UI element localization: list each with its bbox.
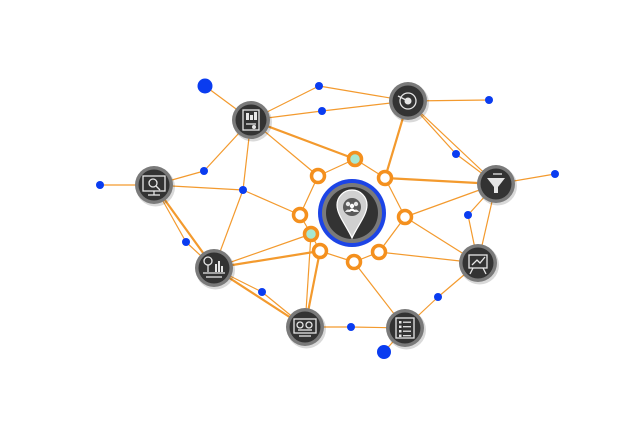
blue-dot	[464, 211, 472, 219]
ring-node-circle	[396, 208, 414, 226]
blue-dot	[347, 323, 355, 331]
ring-node	[311, 242, 329, 260]
icon-node	[195, 249, 235, 290]
ring-node	[370, 243, 388, 261]
edge-line	[407, 100, 497, 185]
blue-dot	[197, 78, 213, 94]
ring-node	[376, 169, 394, 187]
blue-dot	[485, 96, 493, 104]
target-icon	[397, 92, 417, 110]
node-inner	[462, 247, 494, 279]
blue-dot	[318, 107, 326, 115]
blue-dot	[96, 181, 104, 189]
central-hub	[318, 179, 386, 247]
icon-node	[386, 309, 426, 350]
blue-dot	[200, 167, 208, 175]
blue-dot	[258, 288, 266, 296]
ring-node	[346, 150, 364, 168]
ring-node-circle	[346, 150, 364, 168]
monitor-search-icon	[142, 175, 166, 196]
ring-node-circle	[309, 167, 327, 185]
ring-node-circle	[311, 242, 329, 260]
ring-node-circle	[370, 243, 388, 261]
blue-dot	[452, 150, 460, 158]
icon-node	[477, 165, 517, 206]
desk-chart-icon	[203, 256, 225, 278]
icon-node	[286, 308, 326, 349]
blue-dot	[434, 293, 442, 301]
ring-node-circle	[345, 253, 363, 271]
blue-dots	[96, 78, 559, 359]
ring-node	[302, 225, 320, 243]
checklist-report-icon	[395, 317, 415, 339]
icon-node	[135, 166, 175, 207]
ring-node	[309, 167, 327, 185]
icon-node	[389, 82, 429, 123]
node-inner	[138, 169, 170, 201]
monitor-dashboard-icon	[293, 318, 317, 337]
node-inner	[389, 312, 421, 344]
ring-node-circle	[376, 169, 394, 187]
blue-dot	[551, 170, 559, 178]
blue-dot	[239, 186, 247, 194]
blue-dot	[182, 238, 190, 246]
blue-dot	[377, 345, 391, 359]
hub-ring-nodes	[291, 150, 414, 271]
icon-node	[232, 101, 272, 142]
presentation-board-icon	[468, 254, 488, 275]
ring-node	[345, 253, 363, 271]
node-inner	[198, 252, 230, 284]
ring-node-circle	[302, 225, 320, 243]
ring-node	[291, 206, 309, 224]
ring-node	[396, 208, 414, 226]
icon-nodes	[135, 82, 517, 350]
presentation-funnel-icon	[487, 173, 505, 193]
document-report-icon	[242, 109, 260, 131]
blue-dot	[315, 82, 323, 90]
location-pin-people-icon	[336, 189, 368, 240]
icon-node	[459, 244, 499, 285]
edge-line	[242, 189, 301, 216]
ring-node-circle	[291, 206, 309, 224]
